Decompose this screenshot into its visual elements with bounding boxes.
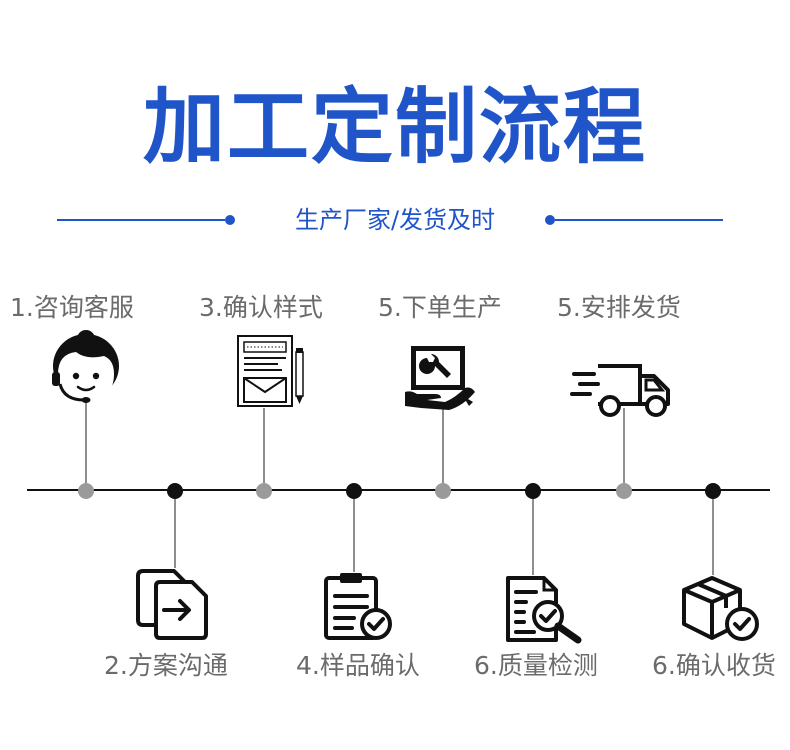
timeline-dot-5 bbox=[435, 483, 451, 499]
wrench-monitor-icon bbox=[405, 346, 475, 410]
subtitle-left-dot bbox=[225, 215, 235, 225]
box-check-icon bbox=[682, 576, 759, 641]
step-label-confirm-receipt: 6.确认收货 bbox=[652, 651, 776, 680]
page-title: 加工定制流程 bbox=[142, 80, 647, 175]
timeline-dot-7 bbox=[616, 483, 632, 499]
timeline-dot-2 bbox=[167, 483, 183, 499]
subtitle-right-dot bbox=[545, 215, 555, 225]
document-inspect-icon bbox=[506, 576, 582, 644]
clipboard-check-icon bbox=[324, 573, 392, 640]
subtitle-right-line bbox=[555, 219, 723, 221]
subtitle: 生产厂家/发货及时 bbox=[294, 206, 496, 234]
step-label-consult: 1.咨询客服 bbox=[10, 293, 134, 322]
timeline-dot-4 bbox=[346, 483, 362, 499]
timeline-dot-3 bbox=[256, 483, 272, 499]
timeline-dot-8 bbox=[705, 483, 721, 499]
step-label-confirm-style: 3.确认样式 bbox=[199, 293, 323, 322]
timeline-dot-6 bbox=[525, 483, 541, 499]
step-label-quality-inspection: 6.质量检测 bbox=[474, 651, 598, 680]
step-label-arrange-shipping: 5.安排发货 bbox=[557, 293, 681, 322]
step-label-plan-communication: 2.方案沟通 bbox=[104, 651, 228, 680]
subtitle-left-line bbox=[57, 219, 225, 221]
file-transfer-icon bbox=[136, 569, 208, 640]
timeline-dot-1 bbox=[78, 483, 94, 499]
customer-service-icon bbox=[52, 330, 119, 403]
delivery-truck-icon bbox=[570, 364, 670, 417]
step-label-sample-confirm: 4.样品确认 bbox=[296, 651, 420, 680]
step-label-order-production: 5.下单生产 bbox=[378, 293, 502, 322]
document-envelope-icon bbox=[237, 335, 304, 407]
